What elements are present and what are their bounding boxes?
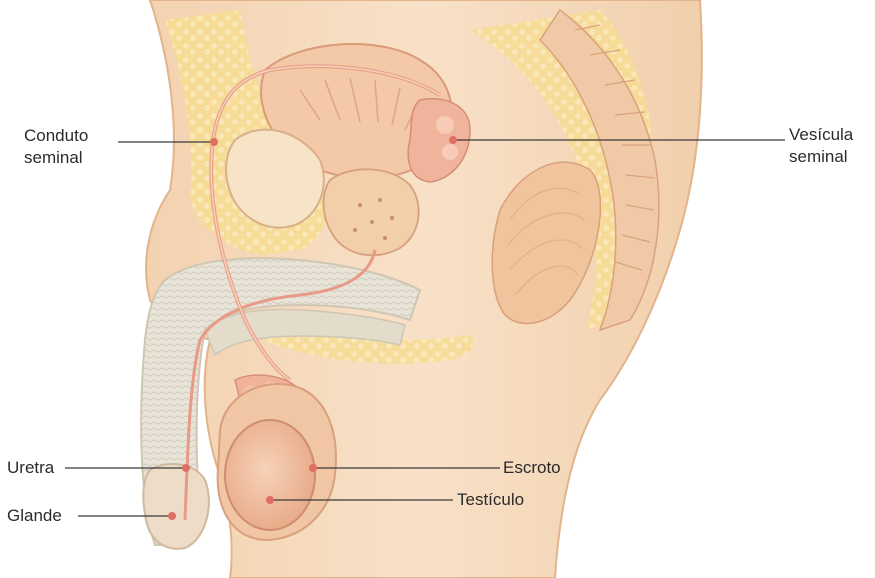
dot-testiculo: [266, 496, 274, 504]
dot-escroto: [309, 464, 317, 472]
label-testiculo: Testículo: [457, 489, 524, 511]
dot-conduto-seminal: [210, 138, 218, 146]
label-escroto: Escroto: [503, 457, 561, 479]
label-vesicula-seminal: Vesícula seminal: [789, 124, 853, 168]
glans: [143, 464, 209, 549]
testis: [225, 420, 315, 530]
label-conduto-seminal-line1: Conduto: [24, 125, 88, 147]
label-vesicula-seminal-line2: seminal: [789, 146, 853, 168]
dot-uretra: [182, 464, 190, 472]
dot-glande: [168, 512, 176, 520]
label-conduto-seminal-line2: seminal: [24, 147, 88, 169]
label-uretra: Uretra: [7, 457, 54, 479]
label-vesicula-seminal-line1: Vesícula: [789, 124, 853, 146]
prostate: [324, 169, 419, 255]
label-glande: Glande: [7, 505, 62, 527]
dot-vesicula-seminal: [449, 136, 457, 144]
label-conduto-seminal: Conduto seminal: [24, 125, 88, 169]
